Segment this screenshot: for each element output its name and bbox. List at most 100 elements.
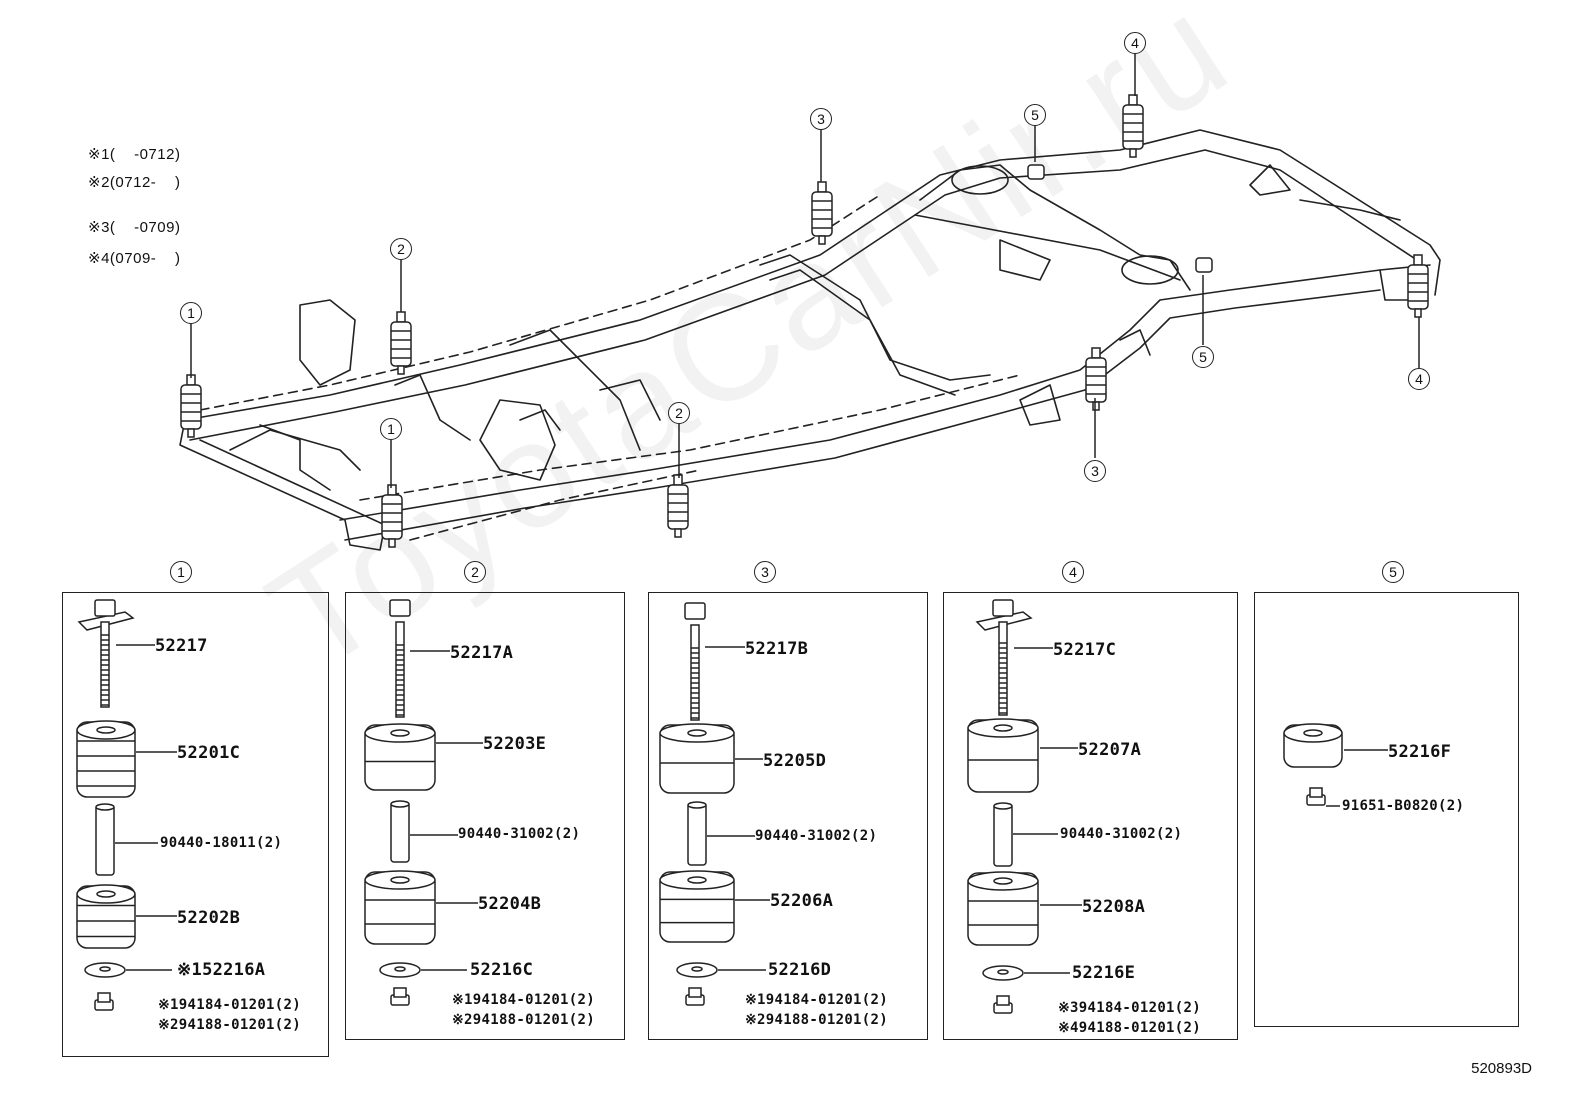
- bolt-head: [94, 599, 116, 617]
- part-number: 52208A: [1082, 897, 1146, 917]
- diagram-code: 520893D: [1471, 1060, 1532, 1077]
- part-number: 52216C: [470, 960, 534, 980]
- cushion-hole: [96, 890, 116, 898]
- part-number: 52201C: [177, 743, 241, 763]
- collar-drawing: [993, 802, 1013, 867]
- mount-nut: [397, 365, 405, 375]
- callout-5: 5: [1024, 104, 1046, 126]
- callout-1: 1: [380, 418, 402, 440]
- part-number: 52202B: [177, 908, 241, 928]
- washer-hole: [997, 969, 1009, 975]
- part-number: ※294188-01201(2): [452, 1012, 595, 1028]
- callout-4: 4: [1124, 32, 1146, 54]
- group-3-number: 3: [754, 561, 776, 583]
- mount-nut: [1092, 401, 1100, 411]
- stopper-cushion: [1195, 257, 1213, 273]
- legend-row: ※1( -0712): [88, 146, 181, 163]
- group-1-box: [62, 592, 329, 1057]
- frame-body-mount: [1122, 94, 1144, 158]
- nut-drawing: [390, 987, 410, 1006]
- cushion-hole: [993, 877, 1013, 885]
- group-5-number: 5: [1382, 561, 1404, 583]
- part-number: 90440-31002(2): [458, 826, 581, 842]
- cushion-hole: [687, 729, 707, 737]
- nut-hex: [1309, 787, 1323, 798]
- part-number: 52216D: [768, 960, 832, 980]
- group-4-box: [943, 592, 1238, 1040]
- part-number: ※194184-01201(2): [745, 992, 888, 1008]
- washer-hole: [99, 966, 111, 972]
- part-number: 91651-B0820(2): [1342, 798, 1465, 814]
- cushion-drawing: [364, 870, 436, 945]
- bolt-head: [992, 599, 1014, 617]
- bolt-drawing: [77, 599, 135, 708]
- cushion-drawing: [76, 720, 136, 798]
- part-number: 52217: [155, 636, 208, 656]
- collar-end: [95, 803, 115, 811]
- part-number: 90440-31002(2): [1060, 826, 1183, 842]
- nut-drawing: [1306, 787, 1326, 806]
- frame-body-mount: [667, 474, 689, 538]
- callout-5: 5: [1192, 346, 1214, 368]
- mount-nut: [1129, 148, 1137, 158]
- cushion-drawing: [1283, 723, 1343, 768]
- part-number: ※152216A: [177, 960, 266, 980]
- collar-body: [95, 804, 115, 876]
- washer-hole: [691, 966, 703, 972]
- frame-body-mount: [381, 484, 403, 548]
- callout-1: 1: [180, 302, 202, 324]
- cushion-drawing: [967, 718, 1039, 793]
- group-3-box: [648, 592, 928, 1040]
- cushion-drawing: [364, 723, 436, 791]
- callout-2: 2: [668, 402, 690, 424]
- collar-body: [993, 803, 1013, 867]
- part-number: 52216F: [1388, 742, 1452, 762]
- mount-nut: [674, 528, 682, 538]
- collar-drawing: [95, 803, 115, 876]
- cushion-hole: [687, 876, 707, 884]
- part-number: 52203E: [483, 734, 547, 754]
- collar-body: [390, 801, 410, 863]
- cushion-hole: [390, 729, 410, 737]
- washer-drawing: [84, 962, 126, 978]
- callout-4: 4: [1408, 368, 1430, 390]
- stopper-cushion: [1027, 164, 1045, 180]
- legend-row: ※4(0709- ): [88, 250, 181, 267]
- cushion-drawing: [659, 723, 735, 794]
- group-2-box: [345, 592, 625, 1040]
- part-number: ※294188-01201(2): [158, 1017, 301, 1033]
- part-number: 52217C: [1053, 640, 1117, 660]
- collar-end: [993, 802, 1013, 810]
- part-number: ※194184-01201(2): [158, 997, 301, 1013]
- part-number: 52205D: [763, 751, 827, 771]
- bolt-head: [684, 602, 706, 620]
- nut-hex: [996, 995, 1010, 1006]
- washer-drawing: [379, 962, 421, 978]
- mount-nut: [187, 428, 195, 438]
- callout-3: 3: [1084, 460, 1106, 482]
- part-number: ※494188-01201(2): [1058, 1020, 1201, 1036]
- frame-body-mount: [811, 181, 833, 245]
- part-number: ※294188-01201(2): [745, 1012, 888, 1028]
- part-number: 52206A: [770, 891, 834, 911]
- cushion-drawing: [76, 884, 136, 949]
- bolt-head: [389, 599, 411, 617]
- part-number: 52217B: [745, 639, 809, 659]
- group-1-number: 1: [170, 561, 192, 583]
- nut-hex: [97, 992, 111, 1003]
- cushion-drawing: [659, 870, 735, 943]
- nut-hex: [688, 987, 702, 998]
- cushion-hole: [390, 876, 410, 884]
- nut-drawing: [993, 995, 1013, 1014]
- cushion-hole: [1303, 729, 1323, 737]
- collar-end: [390, 800, 410, 808]
- bolt-drawing: [389, 599, 411, 718]
- group-5-box: [1254, 592, 1519, 1027]
- nut-drawing: [685, 987, 705, 1006]
- cushion-hole: [96, 726, 116, 734]
- bolt-drawing: [975, 599, 1033, 716]
- frame-body-mount: [1085, 347, 1107, 411]
- collar-end: [687, 801, 707, 809]
- legend-row: ※2(0712- ): [88, 174, 181, 191]
